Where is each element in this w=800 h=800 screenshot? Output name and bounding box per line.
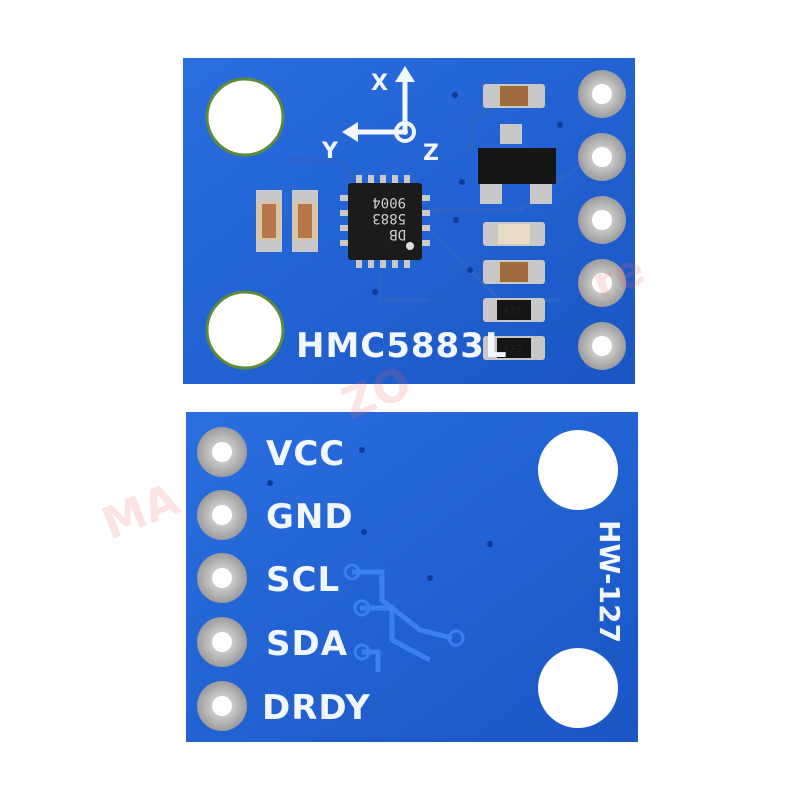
- chip-marking-line-3: 9004: [372, 194, 406, 210]
- chip-name-label: HMC5883L: [296, 326, 508, 366]
- pin-label-sda: SDA: [266, 624, 348, 664]
- bottom-board: VCC GND SCL SDA DRDY HW-127: [186, 412, 638, 742]
- model-label: HW-127: [593, 520, 626, 643]
- mounting-hole-top-left: [205, 77, 285, 157]
- bottom-vias: [267, 447, 493, 581]
- mounting-hole-top-right: [538, 430, 618, 510]
- resistor-code-2: 472: [503, 344, 522, 355]
- capacitor-pair: [256, 190, 318, 252]
- axis-x-label: X: [371, 71, 388, 96]
- axis-y-label: Y: [321, 139, 339, 164]
- voltage-regulator: [478, 124, 556, 204]
- bottom-header-pads: [197, 427, 247, 731]
- top-board: X Y Z: [183, 58, 635, 384]
- chip-marking-line-2: 5883: [372, 210, 406, 226]
- bottom-traces: [352, 569, 453, 672]
- mounting-hole-bottom-left: [205, 290, 285, 370]
- pin-label-drdy: DRDY: [262, 688, 371, 728]
- mounting-hole-bottom-right: [538, 648, 618, 728]
- chip-marking-line-1: DB: [389, 226, 406, 242]
- pin-label-gnd: GND: [266, 497, 354, 537]
- hmc5883l-chip: DB 5883 9004: [340, 175, 430, 268]
- bottom-test-points: [343, 563, 465, 661]
- resistor-code-1: 472: [503, 306, 522, 317]
- top-header-pads: [578, 70, 626, 370]
- smd-components: 472 472: [483, 84, 545, 360]
- axis-indicator: X Y Z: [321, 66, 439, 166]
- pin-label-vcc: VCC: [266, 434, 345, 474]
- axis-z-label: Z: [423, 141, 439, 166]
- top-vias: [372, 92, 563, 295]
- svg-text:MA: MA: [95, 474, 186, 550]
- pin-label-scl: SCL: [266, 560, 340, 600]
